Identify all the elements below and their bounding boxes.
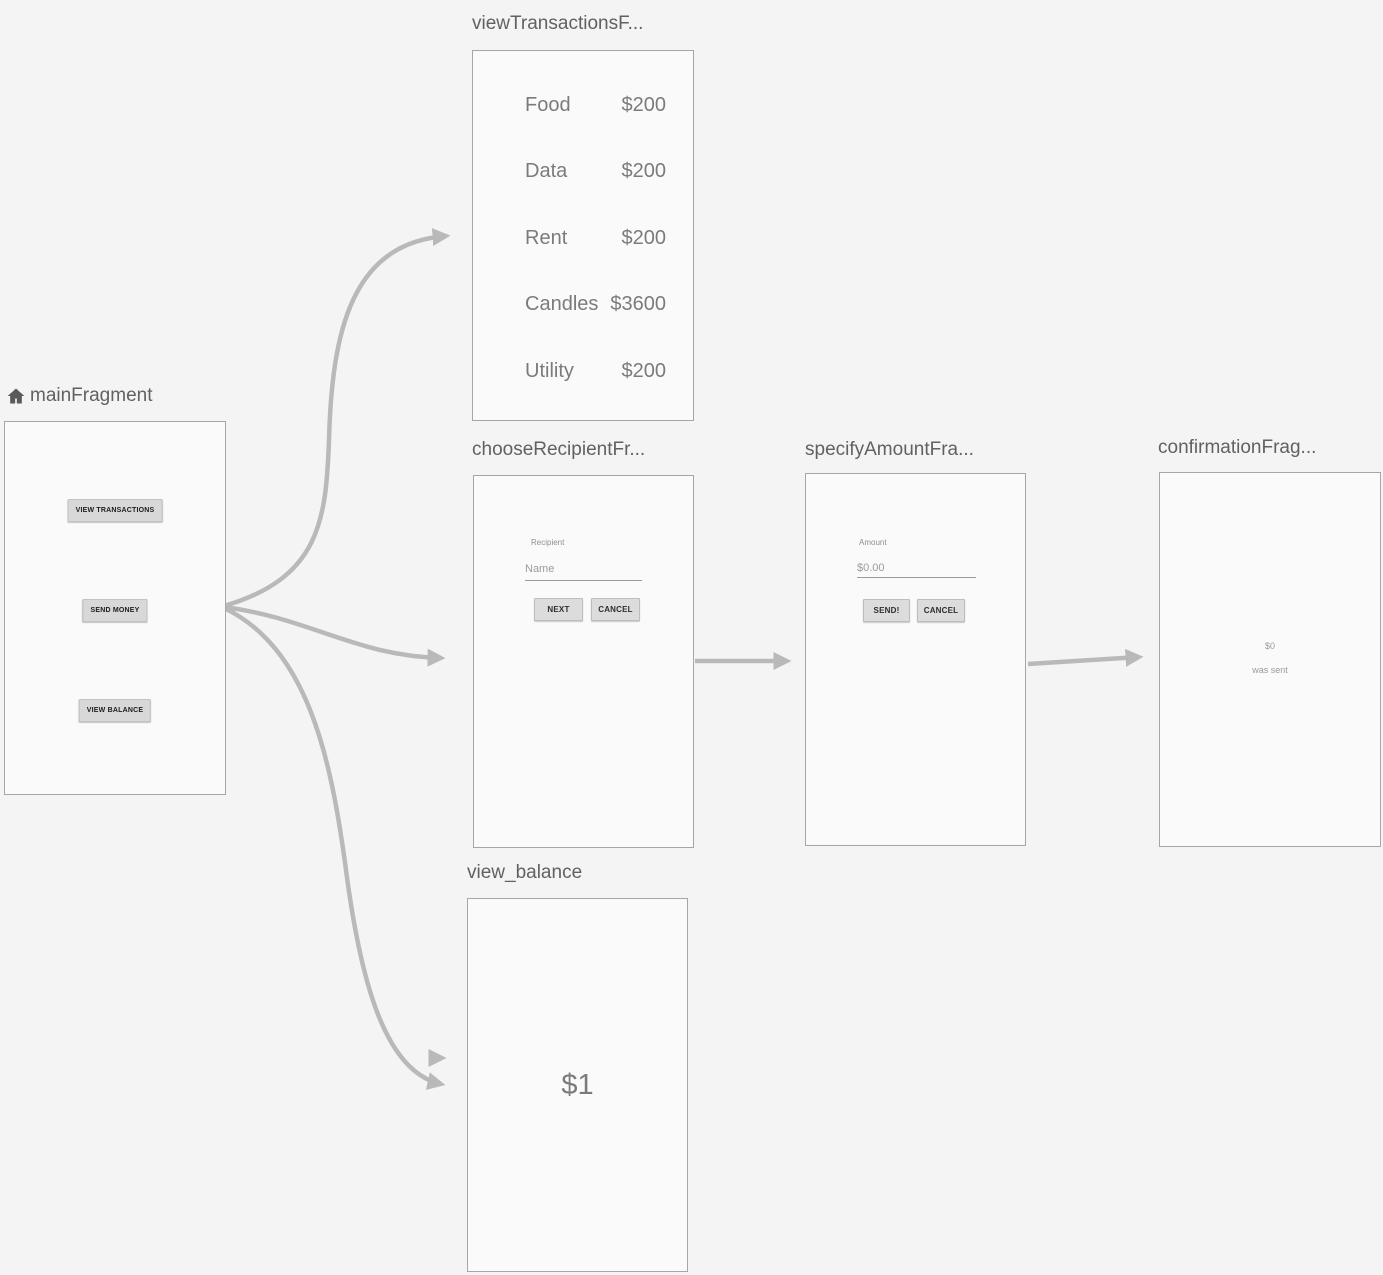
transactions-list: Food $200 Data $200 Rent $200 Candles $3… (473, 72, 693, 405)
transaction-amount: $200 (621, 359, 667, 382)
fragment-card-choose-recipient[interactable]: Recipient Name NEXT CANCEL (473, 475, 694, 848)
fragment-header-confirmation[interactable]: confirmationFrag... (1158, 437, 1316, 459)
view-balance-button: VIEW BALANCE (78, 699, 152, 722)
recipient-field-label: Recipient (531, 538, 565, 547)
transaction-amount: $200 (621, 160, 667, 183)
next-button: NEXT (534, 598, 583, 621)
transaction-row: Data $200 (473, 139, 693, 206)
fragment-title-choose-recipient: chooseRecipientFr... (472, 439, 646, 460)
fragment-header-main[interactable]: mainFragment (6, 385, 153, 407)
fragment-title-view-balance: view_balance (467, 862, 583, 883)
transaction-row: Rent $200 (473, 205, 693, 272)
fragment-card-main[interactable]: VIEW TRANSACTIONS SEND MONEY VIEW BALANC… (4, 421, 226, 795)
fragment-card-confirmation[interactable]: $0 was sent (1159, 472, 1381, 847)
transaction-label: Utility (525, 359, 574, 382)
fragment-card-specify-amount[interactable]: Amount $0.00 SEND! CANCEL (805, 473, 1026, 846)
fragment-title-specify-amount: specifyAmountFra... (805, 439, 974, 460)
confirmation-text: was sent (1252, 665, 1288, 675)
transaction-label: Candles (525, 293, 599, 316)
fragment-title-confirmation: confirmationFrag... (1158, 437, 1317, 458)
transaction-amount: $3600 (610, 293, 666, 316)
transaction-amount: $200 (621, 226, 667, 249)
fragment-card-view-balance[interactable]: $1 (467, 898, 688, 1272)
action-arrow-specify-amount-to-confirmation[interactable] (1027, 648, 1144, 667)
cancel-button: CANCEL (591, 598, 640, 621)
transaction-label: Food (525, 93, 571, 116)
fragment-card-view-transactions[interactable]: Food $200 Data $200 Rent $200 Candles $3… (472, 50, 694, 421)
transaction-label: Data (525, 160, 568, 183)
amount-input: $0.00 (857, 562, 885, 574)
fragment-header-choose-recipient[interactable]: chooseRecipientFr... (472, 439, 645, 461)
fragment-title-view-transactions: viewTransactionsF... (472, 13, 644, 34)
action-arrow-main-to-view-balance[interactable] (223, 605, 446, 1090)
action-arrow-main-to-choose-recipient[interactable] (223, 604, 446, 667)
balance-value: $1 (561, 1069, 594, 1101)
recipient-name-input: Name (525, 563, 555, 575)
cancel-button: CANCEL (917, 599, 965, 622)
fragment-header-view-balance[interactable]: view_balance (467, 862, 582, 884)
amount-field-label: Amount (859, 538, 887, 547)
confirmation-amount: $0 (1264, 641, 1275, 651)
recipient-input-underline (525, 580, 642, 581)
transaction-row: Utility $200 (473, 338, 693, 405)
amount-input-underline (857, 577, 976, 578)
fragment-header-specify-amount[interactable]: specifyAmountFra... (805, 439, 974, 461)
transaction-amount: $200 (621, 93, 667, 116)
send-button: SEND! (863, 599, 910, 622)
transaction-label: Rent (525, 226, 568, 249)
fragment-header-view-transactions[interactable]: viewTransactionsF... (472, 13, 643, 35)
send-money-button: SEND MONEY (82, 599, 148, 622)
home-icon (6, 386, 26, 406)
view-transactions-button: VIEW TRANSACTIONS (67, 499, 163, 522)
transaction-row: Candles $3600 (473, 272, 693, 339)
transaction-row: Food $200 (473, 72, 693, 139)
fragment-title-main: mainFragment (30, 385, 153, 406)
confirmation-message-block: $0 was sent (1160, 641, 1380, 675)
action-arrow-main-to-view-transactions[interactable] (223, 228, 451, 609)
